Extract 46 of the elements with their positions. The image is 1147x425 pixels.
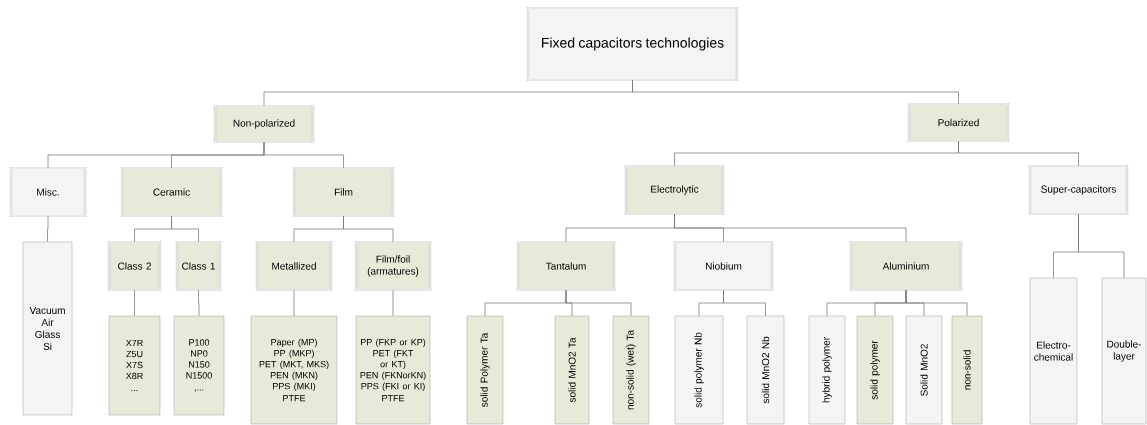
category-box: Aluminium — [849, 240, 963, 292]
category-box: solid Polymer Ta — [466, 315, 504, 425]
category-box: Electrolytic — [624, 164, 725, 216]
category-box: solid polymer — [856, 315, 894, 425]
category-box: Vacuum Air Glass Si — [22, 241, 73, 416]
category-box: Polarized — [907, 102, 1010, 143]
category-box: Non-polarized — [213, 104, 315, 144]
category-box: Super-capacitors — [1028, 164, 1129, 216]
connector — [171, 215, 199, 243]
category-box: P100 NP0 N150 N1500 ,... — [173, 315, 225, 416]
category-box: solid MnO2 Ta — [554, 315, 590, 425]
connector — [392, 289, 394, 317]
connector — [293, 289, 295, 317]
category-box: Film — [292, 166, 395, 218]
category-box: solid MnO2 Nb — [746, 315, 785, 425]
category-box: Class 2 — [107, 240, 162, 292]
category-box: Metallized — [255, 240, 333, 292]
category-box: Misc. — [9, 166, 87, 218]
connector — [47, 215, 49, 243]
connector — [723, 289, 766, 317]
category-box: Film/foil (armatures) — [354, 240, 432, 292]
connector — [134, 289, 135, 317]
category-box: PP (FKP or KP) PET (FKT or KT) PEN (FKNorKN) PPS (FKI or KI) PTFE — [355, 315, 431, 425]
connector — [674, 213, 907, 243]
category-box: Tantalum — [516, 240, 616, 292]
connector — [263, 141, 344, 169]
category-box: solid polymer Nb — [674, 315, 724, 425]
category-box: non-solid — [951, 315, 983, 425]
category-box: Paper (MP) PP (MKP) PET (MKT, MKS) PEN (MKN) PPS (MKI) PTFE — [250, 315, 338, 425]
category-box: Solid MnO2 — [905, 315, 943, 425]
connector — [632, 79, 959, 105]
connector — [905, 289, 968, 317]
category-box: Electro-chemical — [1029, 277, 1078, 425]
connector — [198, 289, 200, 317]
category-box: non-solid (wet) Ta — [612, 315, 650, 425]
category-box: X7R Z5U X7S X8R ... — [108, 315, 161, 416]
connector — [958, 140, 1079, 167]
category-box: Double-layer — [1101, 277, 1147, 425]
connector — [343, 215, 394, 243]
category-box: Class 1 — [175, 240, 222, 292]
category-box: hybrid polymer — [808, 315, 846, 425]
category-box: Niobium — [673, 240, 774, 292]
connector — [565, 289, 632, 317]
category-box: Ceramic — [120, 166, 223, 218]
root-box: Fixed capacitors technologies — [526, 6, 739, 82]
connector — [1078, 213, 1125, 279]
